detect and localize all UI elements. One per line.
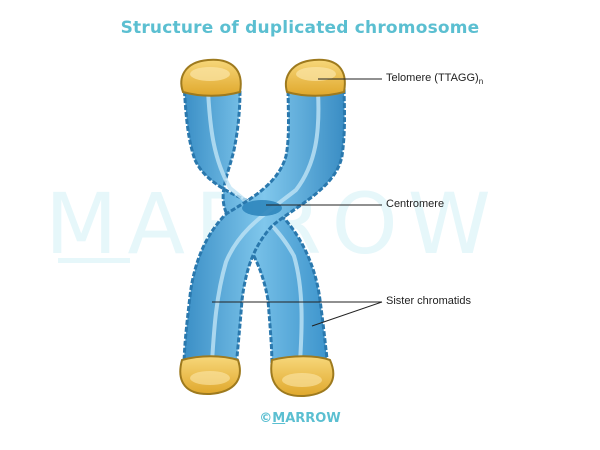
telomere-label: Telomere (TTAGG)n bbox=[386, 72, 483, 86]
centromere-constriction bbox=[242, 200, 282, 216]
brand-first-letter: M bbox=[272, 411, 286, 426]
telomere-bottom-left bbox=[179, 355, 241, 396]
telomere-bottom-right bbox=[270, 355, 335, 398]
telomere-label-subscript: n bbox=[478, 77, 484, 87]
brand-rest: ARROW bbox=[285, 411, 341, 426]
copyright-footer: ©MARROW bbox=[0, 411, 600, 426]
centromere-label: Centromere bbox=[386, 198, 445, 210]
watermark-underline bbox=[58, 258, 130, 263]
telomere-label-text: Telomere (TTAGG) bbox=[386, 72, 479, 84]
diagram-title: Structure of duplicated chromosome bbox=[120, 18, 480, 38]
sister-chromatids-label: Sister chromatids bbox=[386, 295, 471, 307]
sister-chromatids-leader-line-right bbox=[311, 301, 383, 327]
telomere-top-left bbox=[180, 58, 242, 97]
chromatid-b-highlight bbox=[210, 90, 321, 364]
copyright-symbol: © bbox=[259, 411, 273, 426]
telomere-top-right bbox=[285, 58, 346, 97]
